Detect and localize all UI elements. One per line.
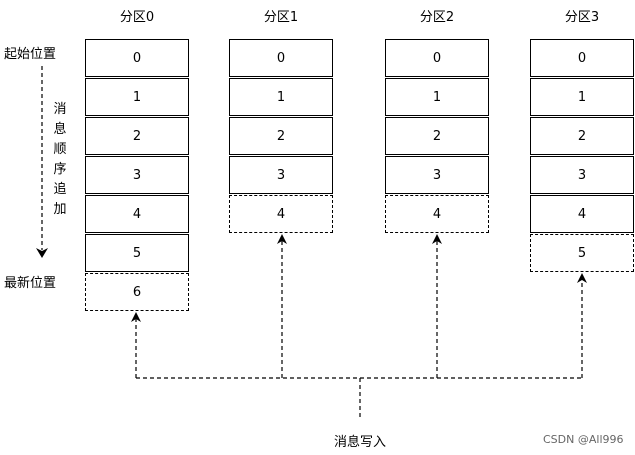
append-order-char: 顺 xyxy=(53,142,67,157)
message-cell: 3 xyxy=(385,156,489,194)
write-arrow-p2 xyxy=(432,234,442,244)
append-order-label: 消息顺序追加 xyxy=(53,100,67,220)
message-cell: 1 xyxy=(530,78,634,116)
message-cell: 2 xyxy=(530,117,634,155)
message-cell: 0 xyxy=(385,39,489,77)
partition-title-3: 分区3 xyxy=(564,10,600,25)
latest-position-label: 最新位置 xyxy=(4,276,57,291)
message-cell: 1 xyxy=(229,78,333,116)
append-order-char: 息 xyxy=(53,122,67,137)
message-cell: 4 xyxy=(530,195,634,233)
message-cell: 2 xyxy=(229,117,333,155)
append-order-char: 加 xyxy=(53,202,67,217)
write-arrow-p3 xyxy=(577,273,587,283)
append-order-char: 消 xyxy=(53,102,67,117)
partition-title-1: 分区1 xyxy=(263,10,299,25)
message-cell: 3 xyxy=(530,156,634,194)
next-write-cell: 6 xyxy=(85,273,189,311)
message-cell: 1 xyxy=(385,78,489,116)
write-arrow-p1 xyxy=(277,234,287,244)
write-arrow-p0 xyxy=(131,312,141,322)
watermark: CSDN @All996 xyxy=(543,433,624,446)
next-write-cell: 4 xyxy=(385,195,489,233)
append-arrow-head xyxy=(36,248,48,258)
append-order-char: 追 xyxy=(53,182,67,197)
message-cell: 5 xyxy=(85,234,189,272)
next-write-cell: 5 xyxy=(530,234,634,272)
message-cell: 0 xyxy=(229,39,333,77)
message-cell: 1 xyxy=(85,78,189,116)
message-cell: 0 xyxy=(85,39,189,77)
append-order-char: 序 xyxy=(53,162,67,177)
message-cell: 2 xyxy=(85,117,189,155)
message-cell: 4 xyxy=(85,195,189,233)
start-position-label: 起始位置 xyxy=(4,47,57,62)
message-cell: 0 xyxy=(530,39,634,77)
message-cell: 3 xyxy=(229,156,333,194)
message-cell: 3 xyxy=(85,156,189,194)
partition-title-0: 分区0 xyxy=(119,10,155,25)
message-write-label: 消息写入 xyxy=(334,435,387,450)
next-write-cell: 4 xyxy=(229,195,333,233)
message-cell: 2 xyxy=(385,117,489,155)
partition-title-2: 分区2 xyxy=(419,10,455,25)
